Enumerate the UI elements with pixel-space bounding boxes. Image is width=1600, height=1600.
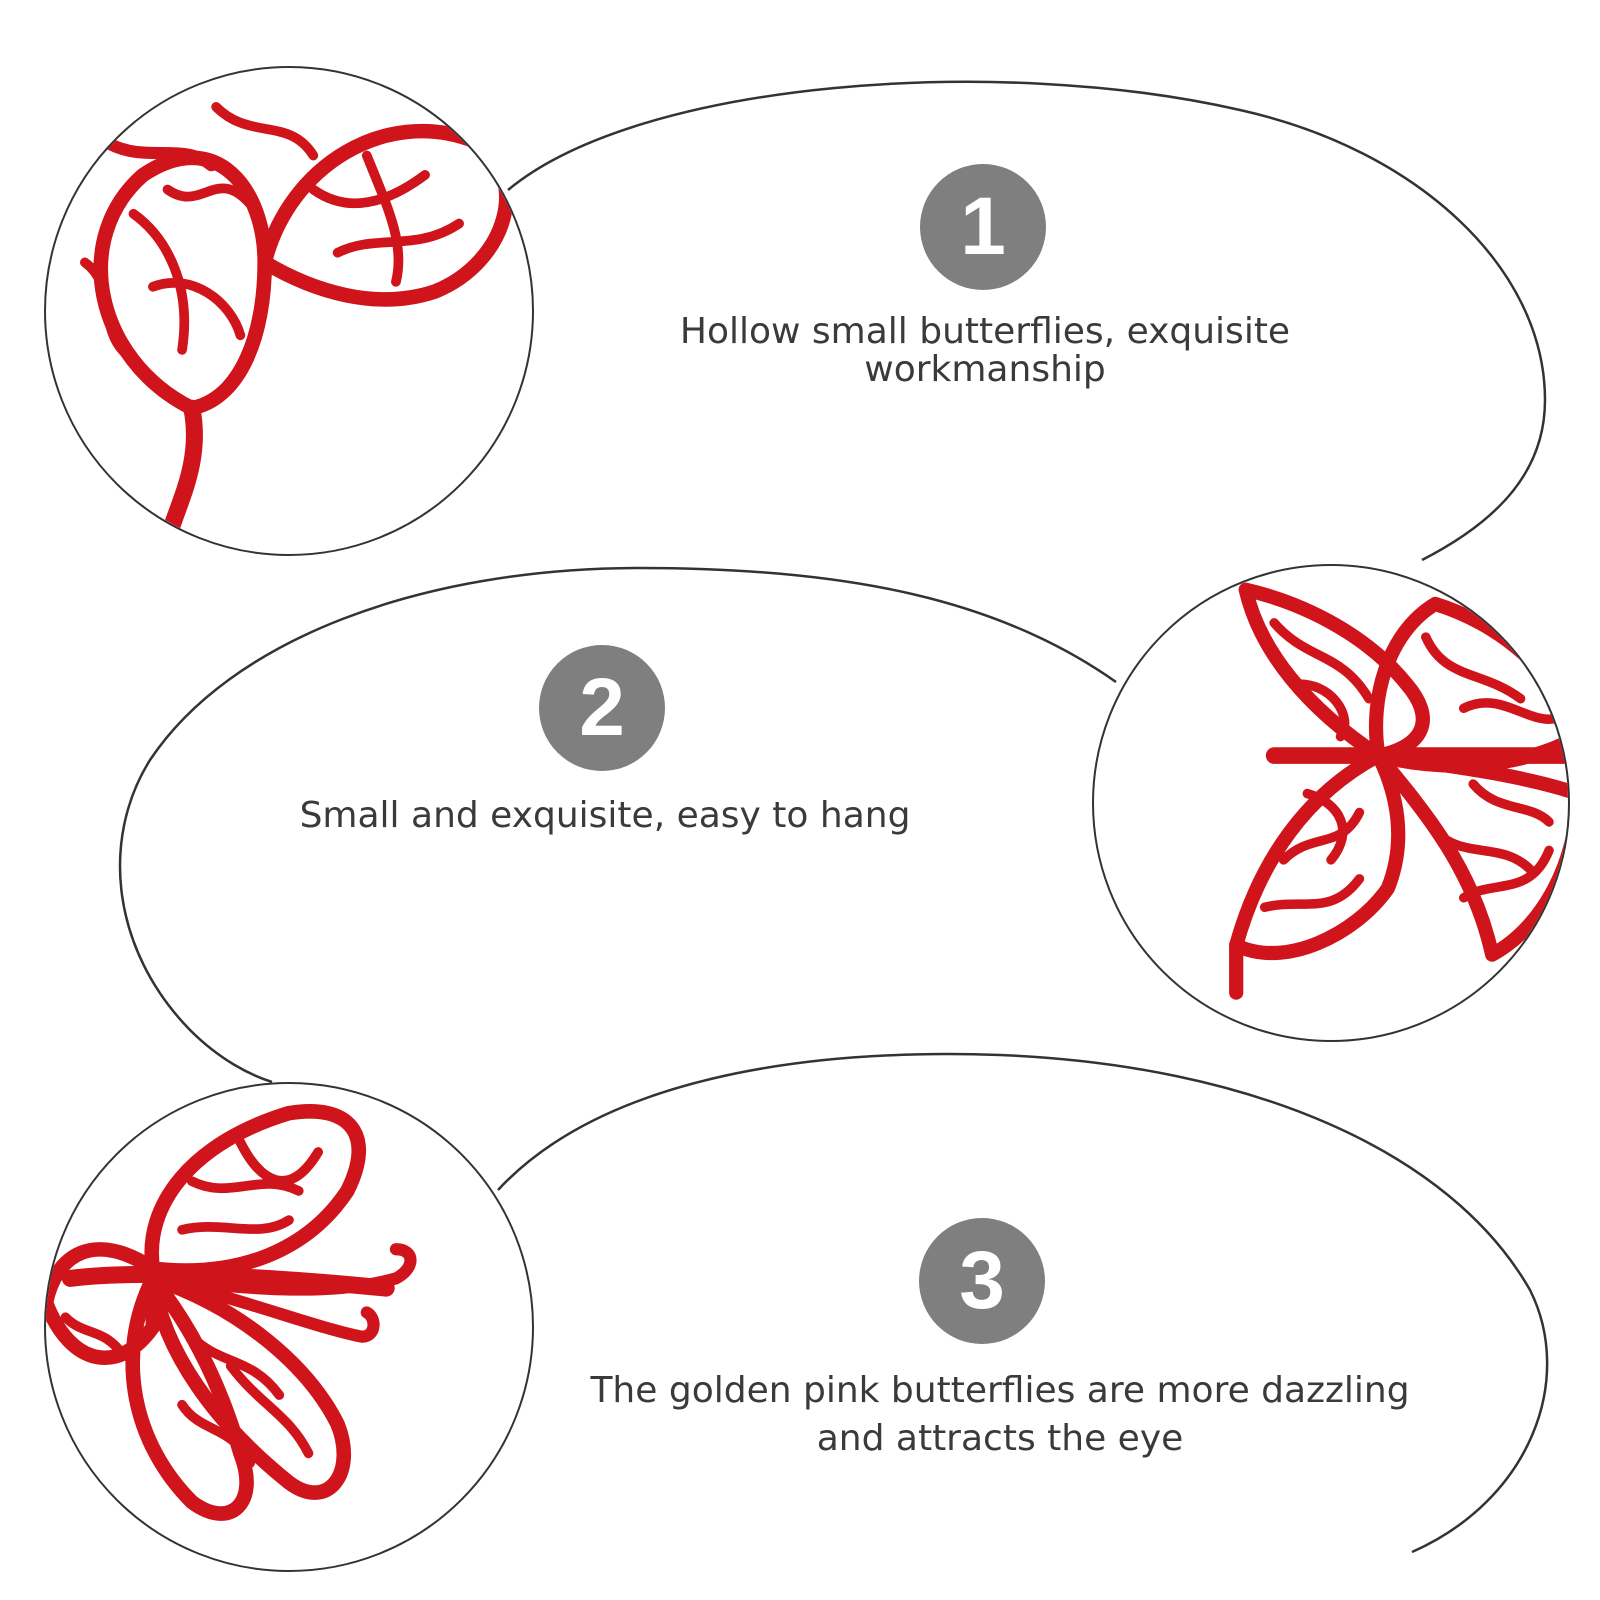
- butterfly-image-2: [1229, 582, 1568, 1000]
- butterfly-photo-3: [44, 1082, 534, 1572]
- feature-text-2: Small and exquisite, easy to hang: [299, 795, 911, 836]
- butterfly-image-1: [80, 102, 514, 534]
- feature-caption-1: Hollow small butterflies, exquisite work…: [640, 313, 1330, 389]
- step-number-1: 1: [960, 181, 1006, 272]
- butterfly-photo-2: [1092, 564, 1570, 1042]
- step-badge-1: 1: [920, 164, 1046, 290]
- step-number-3: 3: [959, 1235, 1005, 1326]
- feature-text-3: The golden pink butterflies are more daz…: [590, 1370, 1410, 1459]
- step-number-2: 2: [579, 662, 625, 753]
- feature-text-1: Hollow small butterflies, exquisite work…: [679, 311, 1291, 390]
- butterfly-image-3: [46, 1104, 417, 1521]
- feature-caption-3: The golden pink butterflies are more daz…: [570, 1367, 1430, 1463]
- feature-caption-2: Small and exquisite, easy to hang: [250, 797, 960, 835]
- butterfly-photo-1: [44, 66, 534, 556]
- step-badge-3: 3: [919, 1218, 1045, 1344]
- step-badge-2: 2: [539, 645, 665, 771]
